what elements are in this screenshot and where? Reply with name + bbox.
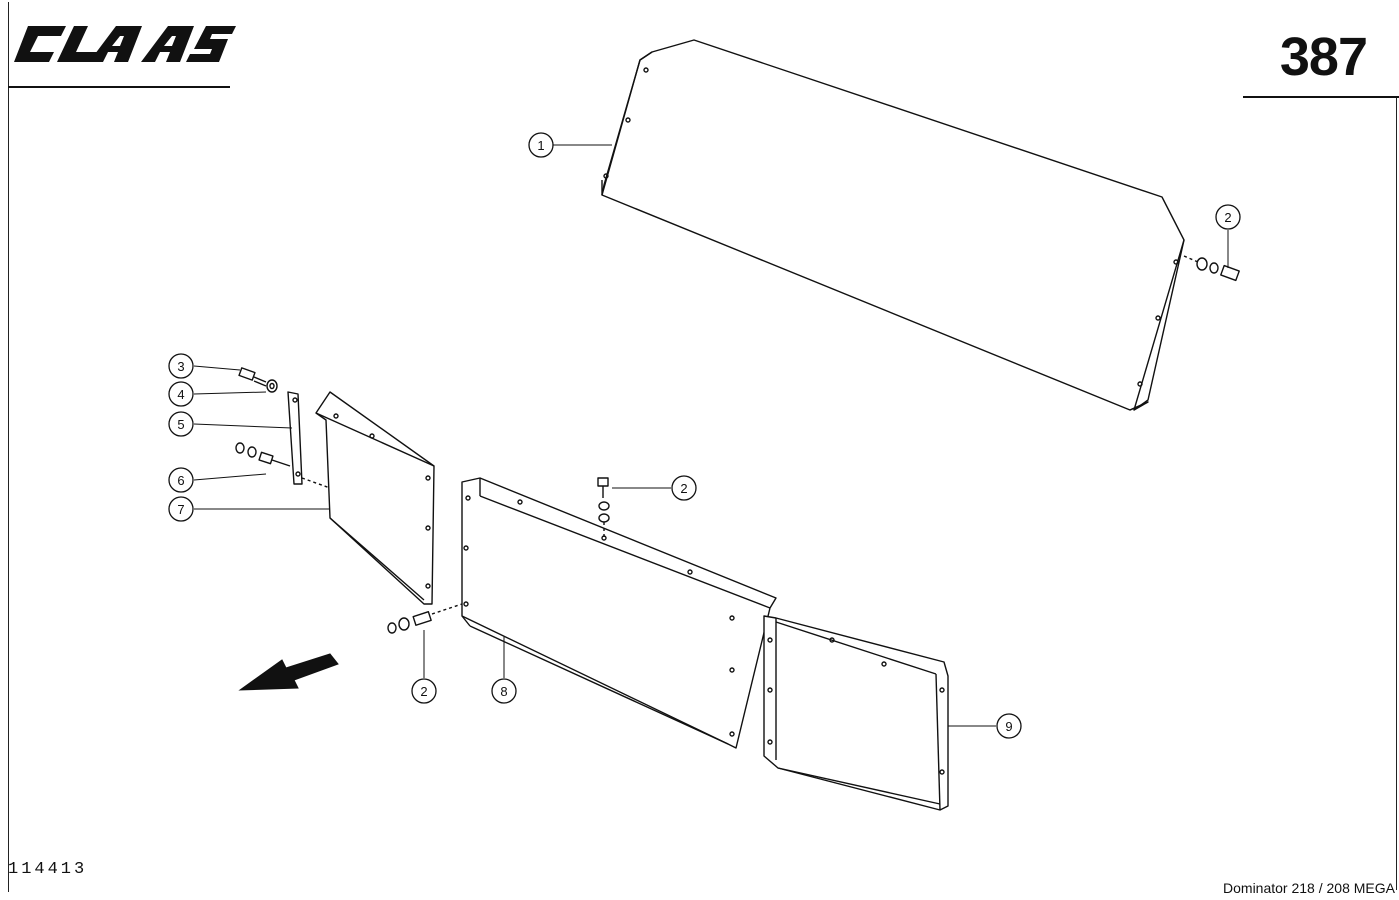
callout-7: 7 — [168, 496, 194, 522]
direction-arrow-icon — [238, 653, 339, 691]
callout-6-label: 6 — [177, 473, 184, 488]
fastener-set-center-bottom — [387, 603, 463, 634]
callout-6: 6 — [168, 467, 194, 493]
callout-1: 1 — [528, 132, 554, 158]
fastener-set-upper-right — [1183, 255, 1240, 282]
callout-2-center-bottom-label: 2 — [420, 684, 427, 699]
page-number-underline — [1243, 96, 1399, 98]
callout-4-label: 4 — [177, 387, 184, 402]
logo-underline — [8, 86, 230, 88]
fastener-set-center-top — [597, 477, 610, 538]
part-7-left-side-panel — [315, 391, 435, 605]
callout-2-upper-right: 2 — [1215, 204, 1241, 230]
drawing-number: 114413 — [8, 860, 88, 879]
part-8-center-panel — [461, 477, 777, 749]
part-4-washer — [266, 379, 278, 393]
part-1-upper-cover — [601, 39, 1185, 411]
leader-lines — [193, 144, 1229, 727]
part-3-bolt — [238, 367, 267, 387]
callout-8: 8 — [491, 678, 517, 704]
model-label: Dominator 218 / 208 MEGA — [1223, 880, 1395, 896]
callout-8-label: 8 — [500, 684, 507, 699]
callout-5-label: 5 — [177, 417, 184, 432]
claas-logo — [14, 26, 236, 62]
callout-7-label: 7 — [177, 502, 184, 517]
callout-1-label: 1 — [537, 138, 544, 153]
callout-5: 5 — [168, 411, 194, 437]
page-number: 387 — [1279, 27, 1368, 87]
callout-3: 3 — [168, 353, 194, 379]
frame-right-line — [1396, 96, 1397, 890]
part-5-bracket — [287, 391, 303, 485]
callout-9: 9 — [996, 713, 1022, 739]
callout-2-upper-right-label: 2 — [1224, 210, 1231, 225]
frame-left-line — [8, 2, 9, 892]
part-9-right-side-panel — [763, 615, 949, 811]
callout-3-label: 3 — [177, 359, 184, 374]
callout-2-center-top-label: 2 — [680, 481, 687, 496]
callout-4: 4 — [168, 381, 194, 407]
part-6-bolt-set — [235, 442, 291, 467]
callout-2-center-top: 2 — [671, 475, 697, 501]
callout-9-label: 9 — [1005, 719, 1012, 734]
callout-2-center-bottom: 2 — [411, 678, 437, 704]
